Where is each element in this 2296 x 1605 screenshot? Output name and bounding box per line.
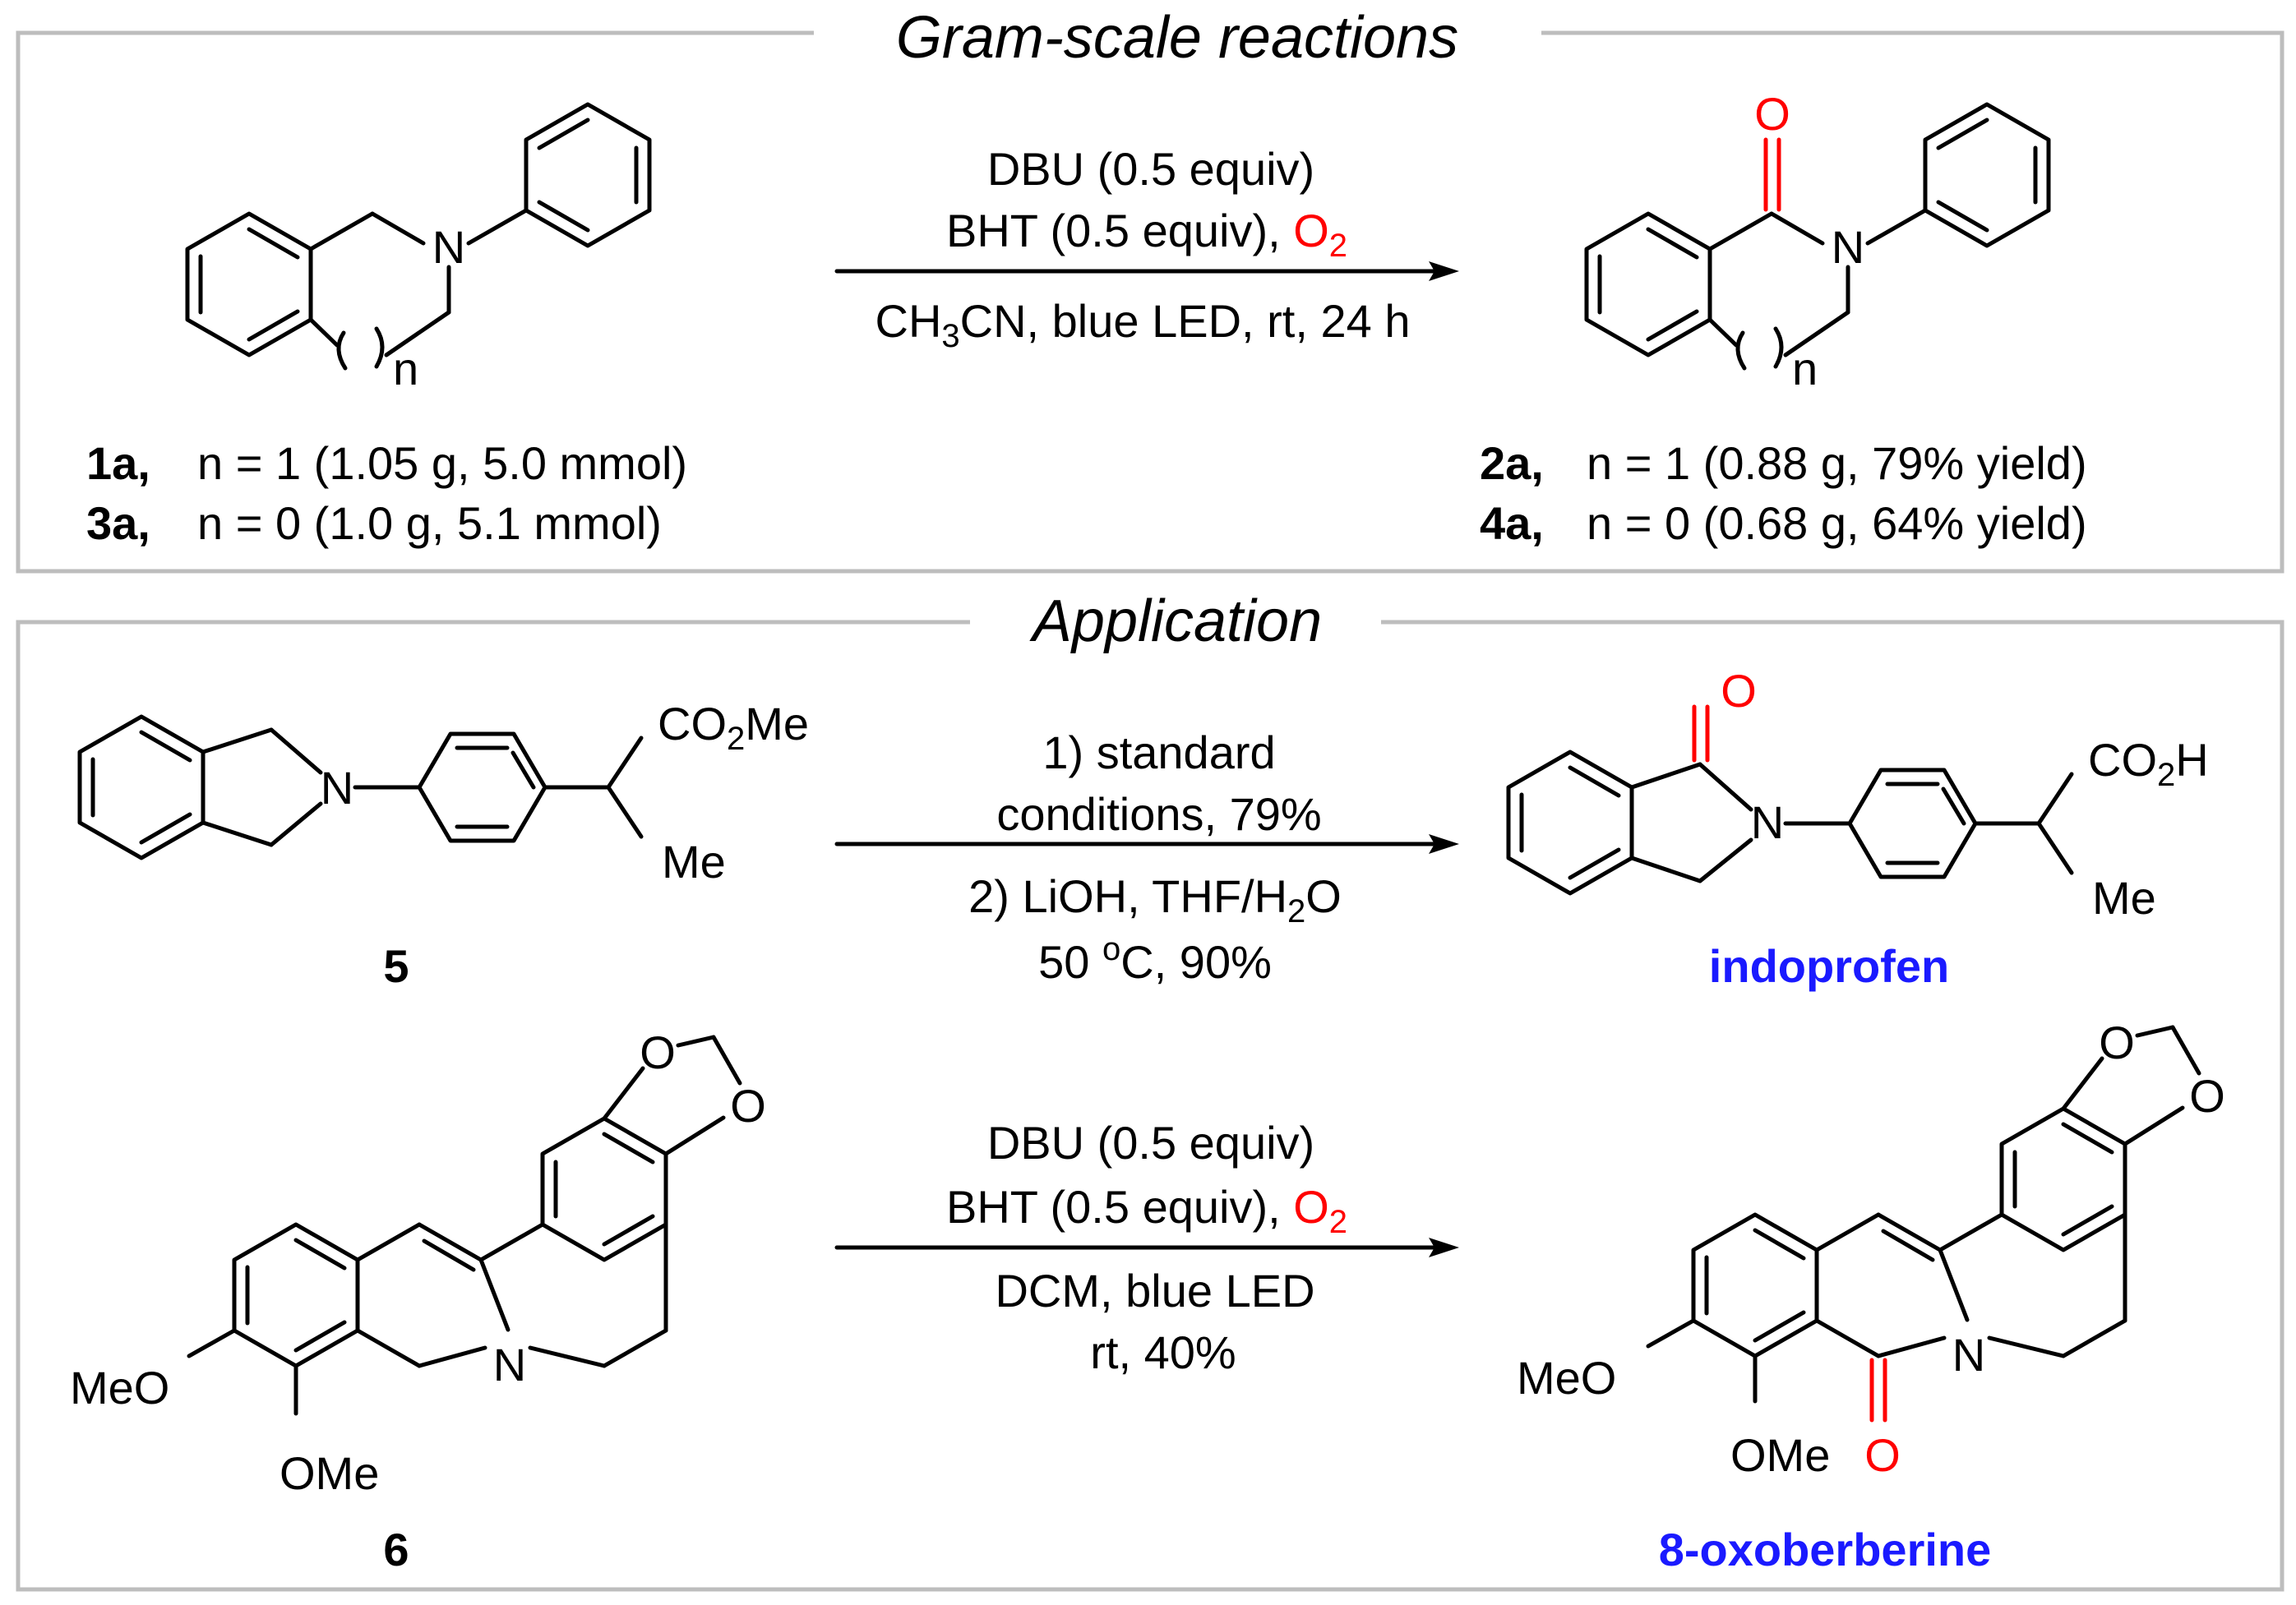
methyl-indoprofen: Me (2092, 872, 2156, 924)
r2-condition-3: 2) LiOH, THF/H2O (968, 870, 1342, 929)
text-1a: n = 1 (1.05 g, 5.0 mmol) (197, 437, 687, 489)
svg-text:1a,: 1a, (86, 437, 150, 489)
gram-scale-title: Gram-scale reactions (896, 5, 1458, 71)
reaction-2-arrow: 1) standard conditions, 79% 2) LiOH, THF… (834, 726, 1459, 988)
svg-text:4a,: 4a, (1480, 497, 1544, 549)
carbonyl-oxygen-2a: O (1754, 88, 1790, 140)
n-atom-2a: N (1832, 221, 1864, 273)
dioxole-o2-product: O (2189, 1070, 2225, 1122)
n-atom-6: N (493, 1339, 526, 1391)
r3-condition-1: DBU (0.5 equiv) (987, 1117, 1314, 1169)
r3-condition-4: rt, 40% (1090, 1326, 1236, 1378)
svg-text:2a,: 2a, (1480, 437, 1544, 489)
carbonyl-oxygen-indoprofen: O (1721, 665, 1757, 717)
r1-condition-1: DBU (0.5 equiv) (987, 143, 1314, 195)
structure-indoprofen: O N CO2H Me (1506, 665, 2209, 924)
name-8-oxoberberine: 8-oxoberberine (1659, 1524, 1992, 1575)
structure-6: N O O MeO OMe (70, 1026, 766, 1499)
n-atom-indoprofen: N (1751, 796, 1784, 848)
subscript-n-product: n (1792, 343, 1818, 394)
text-3a: n = 0 (1.0 g, 5.1 mmol) (197, 497, 662, 549)
application-panel: Application (16, 588, 2284, 1592)
methoxy-9-6: MeO (70, 1362, 169, 1414)
label-1a: 1a, (86, 437, 150, 489)
r1-condition-3: CH3CN, blue LED, rt, 24 h (875, 295, 1411, 354)
co2me-group: CO2Me (658, 698, 809, 757)
subscript-n: n (393, 343, 418, 394)
label-6: 6 (383, 1524, 409, 1575)
application-title: Application (1029, 588, 1322, 654)
methoxy-9-product: MeO (1517, 1352, 1616, 1404)
structure-8-oxoberberine: O N O O MeO OMe (1517, 1017, 2225, 1481)
n-atom-1a: N (432, 221, 465, 273)
n-atom-5: N (321, 762, 353, 814)
name-indoprofen: indoprofen (1709, 940, 1949, 992)
svg-text:3a,: 3a, (86, 497, 150, 549)
dioxole-o1-6: O (640, 1026, 676, 1078)
r3-condition-3: DCM, blue LED (995, 1265, 1314, 1317)
labels-2a-4a: 2a, n = 1 (0.88 g, 79% yield) 4a, n = 0 … (1480, 437, 2087, 549)
r1-condition-2: BHT (0.5 equiv), O2 (946, 205, 1347, 264)
r3-condition-2: BHT (0.5 equiv), O2 (946, 1181, 1347, 1240)
r2-condition-4: 50 oC, 90% (1038, 931, 1272, 988)
text-2a: n = 1 (0.88 g, 79% yield) (1587, 437, 2087, 489)
n-atom-8-oxoberberine: N (1952, 1329, 1985, 1381)
structure-5: N CO2Me Me (77, 698, 809, 888)
methoxy-10-product: OMe (1730, 1429, 1830, 1481)
r2-condition-2: conditions, 79% (996, 788, 1321, 840)
structure-2a: O N n (1584, 88, 2051, 394)
methoxy-10-6: OMe (279, 1447, 379, 1499)
label-3a: 3a, (86, 497, 150, 549)
label-2a: 2a, (1480, 437, 1544, 489)
r2-condition-1: 1) standard (1042, 726, 1275, 778)
text-4a: n = 0 (0.68 g, 64% yield) (1587, 497, 2087, 549)
label-5: 5 (383, 940, 409, 992)
reaction-3-arrow: DBU (0.5 equiv) BHT (0.5 equiv), O2 DCM,… (834, 1117, 1459, 1378)
gram-scale-panel: Gram-scale reactions (16, 5, 2284, 574)
methyl-5: Me (662, 836, 726, 888)
label-4a: 4a, (1480, 497, 1544, 549)
carbonyl-oxygen-8-oxoberberine: O (1864, 1429, 1901, 1481)
dioxole-o2-6: O (730, 1080, 766, 1132)
structure-1a: n N (185, 102, 652, 394)
labels-1a-3a: 1a, n = 1 (1.05 g, 5.0 mmol) 3a, n = 0 (… (86, 437, 687, 549)
dioxole-o1-product: O (2099, 1017, 2135, 1068)
reaction-1-arrow: DBU (0.5 equiv) BHT (0.5 equiv), O2 CH3C… (834, 143, 1459, 354)
co2h-group: CO2H (2088, 734, 2209, 793)
